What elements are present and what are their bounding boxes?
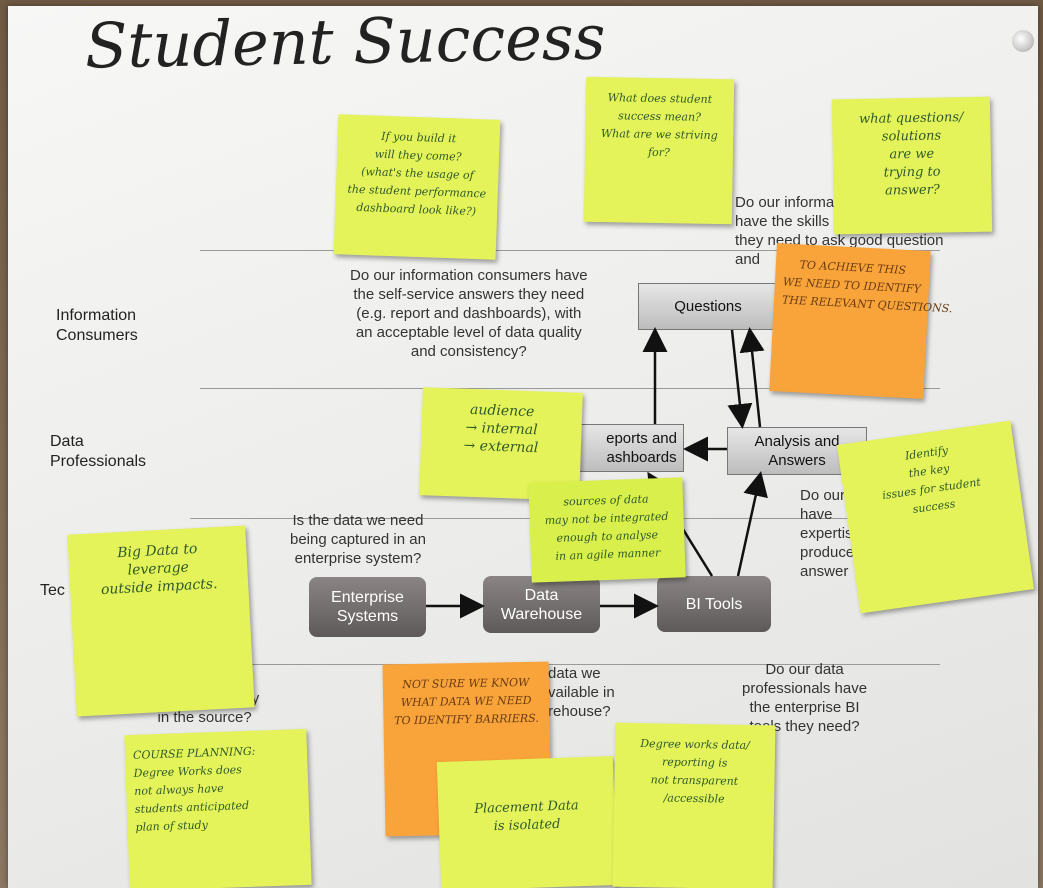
question-captured: Is the data we need being captured in an… bbox=[290, 512, 426, 567]
bi-tools-box: BI Tools bbox=[657, 576, 771, 632]
row-divider bbox=[200, 250, 940, 251]
row-label-data-professionals: Data Professionals bbox=[50, 433, 147, 470]
arrow-analysis-to-questions bbox=[739, 327, 765, 428]
thumbtack-icon bbox=[1012, 30, 1034, 52]
sticky-note-what-means: What does student success mean? What are… bbox=[583, 76, 735, 225]
sticky-note-identify: Identify the key issues for student succ… bbox=[837, 420, 1034, 614]
questions-box: Questions bbox=[638, 283, 778, 330]
sticky-note-what-questions: what questions/ solutions are we trying … bbox=[831, 96, 993, 235]
data-warehouse-box: Data Warehouse bbox=[483, 576, 600, 633]
arrow-bi-to-analysis bbox=[736, 471, 768, 577]
sticky-note-big-data: Big Data to leverage outside impacts. bbox=[67, 525, 255, 717]
row-divider bbox=[160, 664, 940, 665]
arrow-questions-to-analysis bbox=[727, 329, 753, 429]
sticky-note-degree-works: Degree works data/ reporting is not tran… bbox=[612, 722, 776, 888]
row-divider bbox=[200, 388, 940, 389]
sticky-note-achieve: TO ACHIEVE THIS WE NEED TO IDENTIFY THE … bbox=[769, 243, 953, 399]
sticky-note-build-it: If you build it will they come? (what's … bbox=[333, 114, 501, 260]
question-self-service: Do our information consumers have the se… bbox=[350, 267, 588, 360]
sticky-note-course-planning: COURSE PLANNING: Degree Works does not a… bbox=[124, 728, 312, 888]
question-warehouse: data we vailable in rehouse? bbox=[548, 665, 615, 720]
sticky-note-placement: Placement Data is isolated bbox=[436, 755, 618, 888]
row-label-information-consumers: Information Consumers bbox=[56, 307, 138, 344]
row-label-technology: Tec bbox=[40, 582, 65, 599]
question-skills: Do our informat have the skills a they n… bbox=[735, 194, 944, 268]
enterprise-systems-box: Enterprise Systems bbox=[309, 577, 426, 637]
sticky-note-sources: sources of data may not be integrated en… bbox=[528, 477, 686, 583]
question-expertise: Do our d have expertis produce i answer bbox=[800, 487, 862, 580]
